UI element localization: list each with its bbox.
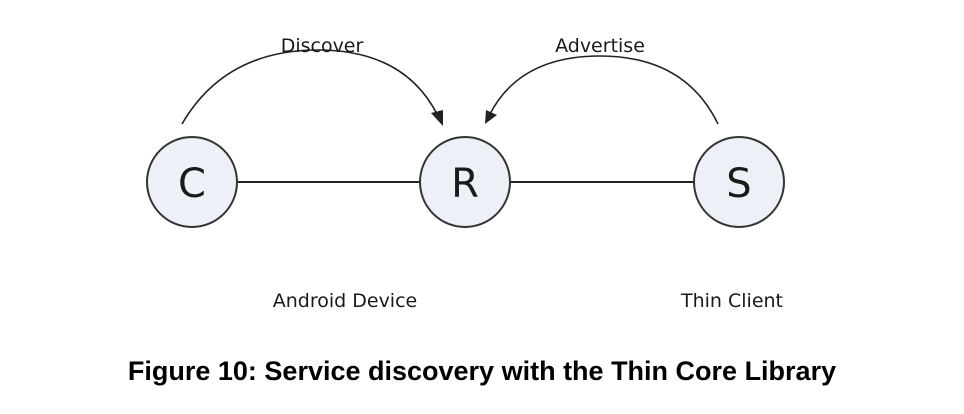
node-c: C <box>146 136 238 228</box>
discover-label: Discover <box>281 35 364 57</box>
node-r: R <box>419 136 511 228</box>
discover-arrowhead <box>431 110 443 126</box>
node-c-label: C <box>178 161 206 207</box>
node-s: S <box>693 136 785 228</box>
thin-client-label: Thin Client <box>680 290 783 312</box>
figure-caption: Figure 10: Service discovery with the Th… <box>127 356 837 386</box>
advertise-arc <box>489 55 719 125</box>
advertise-arrowhead <box>485 110 497 124</box>
discover-arc <box>181 49 439 125</box>
node-r-label: R <box>451 161 479 207</box>
android-device-label: Android Device <box>273 290 417 312</box>
node-s-label: S <box>726 161 751 207</box>
advertise-label: Advertise <box>555 35 645 57</box>
